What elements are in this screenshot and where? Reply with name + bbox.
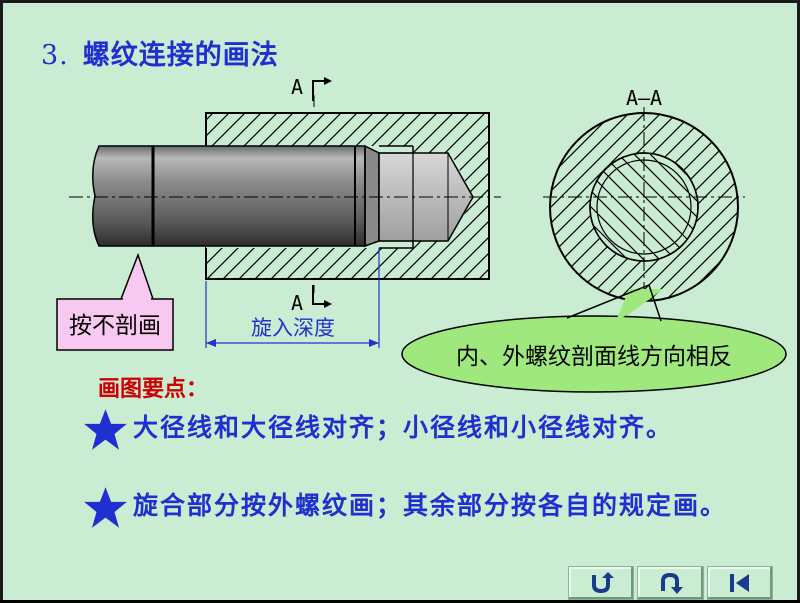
back-icon — [661, 572, 684, 594]
key-points-heading: 画图要点： — [98, 377, 209, 402]
svg-text:A: A — [291, 291, 303, 315]
section-view-label: A—A — [626, 86, 662, 110]
first-page-icon — [729, 574, 749, 592]
key-point-1: 大径线和大径线对齐；小径线和小径线对齐。 — [133, 413, 674, 442]
return-icon — [592, 572, 615, 594]
first-page-button[interactable] — [706, 566, 773, 600]
bolt — [92, 144, 474, 248]
svg-text:按不剖画: 按不剖画 — [69, 313, 161, 339]
star-bullet-icon — [84, 487, 127, 528]
svg-text:A: A — [291, 75, 303, 99]
key-point-2: 旋合部分按外螺纹画；其余部分按各自的规定画。 — [133, 491, 728, 520]
callout-no-section: 按不剖画 — [56, 252, 174, 351]
svg-text:内、外螺纹剖面线方向相反: 内、外螺纹剖面线方向相反 — [456, 344, 732, 370]
thread-connection-diagram: A A 旋入深度 按不剖画 A—A — [56, 75, 787, 393]
title-number: 3. — [41, 40, 69, 71]
section-view-a-a: A—A — [543, 86, 745, 303]
dimension-label: 旋入深度 — [251, 316, 335, 340]
page-title: 3. 螺纹连接的画法 — [41, 33, 279, 72]
engagement-depth-dimension: 旋入深度 — [205, 248, 380, 348]
section-mark-top: A — [291, 75, 332, 101]
callout-hatch-direction: 内、外螺纹剖面线方向相反 — [401, 284, 787, 393]
section-mark-bottom: A — [291, 285, 332, 315]
slide-navigation — [568, 566, 773, 600]
return-button[interactable] — [568, 566, 635, 600]
star-bullet-icon — [84, 409, 127, 450]
title-text: 螺纹连接的画法 — [82, 40, 279, 71]
back-button[interactable] — [637, 566, 704, 600]
